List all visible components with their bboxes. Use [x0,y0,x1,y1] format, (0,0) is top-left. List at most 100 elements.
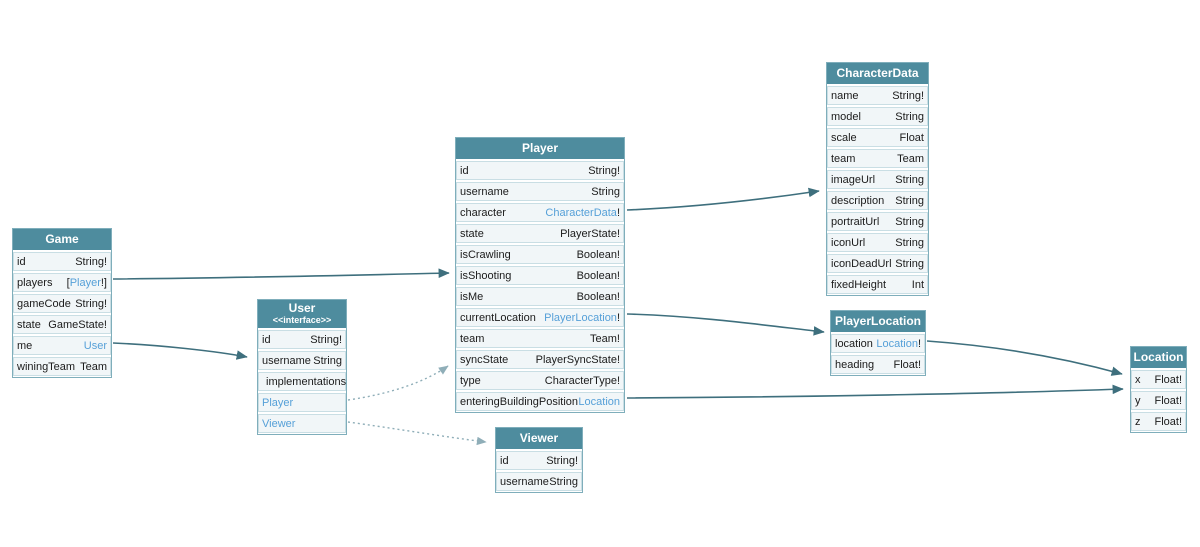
user-row-username[interactable]: username String [258,351,346,370]
section-label: implementations [266,375,347,388]
player-table: Player id String! username String charac… [455,137,625,413]
edge-game-players-to-player [112,268,450,280]
location-row-y[interactable]: y Float! [1131,391,1186,410]
type-link[interactable]: Location [578,395,620,408]
edge-game-me-to-user [112,342,248,360]
location-row-z[interactable]: z Float! [1131,412,1186,431]
game-row-winingteam[interactable]: winingTeam Team [13,357,111,376]
field-type: Float! [1154,394,1182,407]
location-table-header[interactable]: Location [1131,347,1186,368]
field-name: isCrawling [460,248,511,261]
game-row-gamecode[interactable]: gameCode String! [13,294,111,313]
playerlocation-row-heading[interactable]: heading Float! [831,355,925,374]
type-link[interactable]: Player [69,276,101,289]
characterdata-row-description[interactable]: description String [827,191,928,210]
type-link[interactable]: Viewer [262,417,296,430]
field-type: PlayerSyncState! [535,353,620,366]
viewer-row-username[interactable]: username String [496,472,582,491]
field-name: z [1135,415,1141,428]
type-link[interactable]: Player [262,396,294,409]
player-row-enteringbuildingposition[interactable]: enteringBuildingPosition Location [456,392,624,411]
player-row-team[interactable]: team Team! [456,329,624,348]
field-type: Float! [1154,415,1182,428]
field-type: String! [310,333,342,346]
edge-player-currentlocation-to-playerlocation [626,313,825,336]
field-type: Boolean! [576,269,620,282]
edge-user-implementation-viewer [347,421,487,446]
player-row-iscrawling[interactable]: isCrawling Boolean! [456,245,624,264]
field-name: portraitUrl [831,215,880,228]
player-table-header[interactable]: Player [456,138,624,159]
characterdata-row-icondeadurl[interactable]: iconDeadUrl String [827,254,928,273]
characterdata-row-model[interactable]: model String [827,107,928,126]
characterdata-row-name[interactable]: name String! [827,86,928,105]
game-table: Game id String! players [Player!] gameCo… [12,228,112,378]
edge-player-character-to-characterdata [626,187,820,211]
field-type: String [895,236,924,249]
viewer-row-id[interactable]: id String! [496,451,582,470]
field-name: username [500,475,549,488]
game-table-header[interactable]: Game [13,229,111,250]
player-row-username[interactable]: username String [456,182,624,201]
viewer-table-header[interactable]: Viewer [496,428,582,449]
game-row-players[interactable]: players [Player!] [13,273,111,292]
field-type: String [591,185,620,198]
field-type: Location! [876,337,921,350]
field-name: winingTeam [17,360,76,373]
characterdata-row-portraiturl[interactable]: portraitUrl String [827,212,928,231]
player-row-type[interactable]: type CharacterType! [456,371,624,390]
user-row-id[interactable]: id String! [258,330,346,349]
field-name: gameCode [17,297,71,310]
game-row-me[interactable]: me User [13,336,111,355]
game-row-state[interactable]: state GameState! [13,315,111,334]
field-type: Float [899,131,924,144]
characterdata-row-iconurl[interactable]: iconUrl String [827,233,928,252]
edge-user-implementation-player [347,365,449,401]
field-type: Team [80,360,107,373]
field-type: Boolean! [576,290,620,303]
field-type: Float! [893,358,921,371]
field-name: iconDeadUrl [831,257,892,270]
type-link[interactable]: CharacterData [545,206,617,219]
field-type: String [895,194,924,207]
type-link[interactable]: PlayerLocation [544,311,617,324]
field-name: heading [835,358,875,371]
edge-playerlocation-location-to-location [926,340,1123,376]
characterdata-table-header[interactable]: CharacterData [827,63,928,84]
player-row-syncstate[interactable]: syncState PlayerSyncState! [456,350,624,369]
field-type: Team [897,152,924,165]
field-name: username [460,185,509,198]
player-row-state[interactable]: state PlayerState! [456,224,624,243]
type-link[interactable]: User [83,339,107,352]
field-type: String! [546,454,578,467]
field-type: Location [578,396,620,408]
playerlocation-table: PlayerLocation location Location! headin… [830,310,926,376]
field-name: iconUrl [831,236,866,249]
characterdata-row-imageurl[interactable]: imageUrl String [827,170,928,189]
field-type: String [895,215,924,228]
type-link[interactable]: Location [876,337,918,350]
game-row-id[interactable]: id String! [13,252,111,271]
field-name: id [262,333,271,346]
playerlocation-table-header[interactable]: PlayerLocation [831,311,925,332]
player-row-character[interactable]: character CharacterData! [456,203,624,222]
player-row-currentlocation[interactable]: currentLocation PlayerLocation! [456,308,624,327]
user-row-impl-player[interactable]: Player [258,393,346,412]
field-name: team [831,152,856,165]
field-name: me [17,339,33,352]
playerlocation-row-location[interactable]: location Location! [831,334,925,353]
field-name: fixedHeight [831,278,887,291]
field-name: x [1135,373,1141,386]
characterdata-row-scale[interactable]: scale Float [827,128,928,147]
player-row-isme[interactable]: isMe Boolean! [456,287,624,306]
field-type: GameState! [48,318,107,331]
user-table-header[interactable]: User <<interface>> [258,300,346,328]
characterdata-row-fixedheight[interactable]: fixedHeight Int [827,275,928,294]
user-row-impl-viewer[interactable]: Viewer [258,414,346,433]
player-row-isshooting[interactable]: isShooting Boolean! [456,266,624,285]
field-type: CharacterType! [544,374,620,387]
field-type: PlayerLocation! [544,311,620,324]
player-row-id[interactable]: id String! [456,161,624,180]
characterdata-row-team[interactable]: team Team [827,149,928,168]
location-row-x[interactable]: x Float! [1131,370,1186,389]
